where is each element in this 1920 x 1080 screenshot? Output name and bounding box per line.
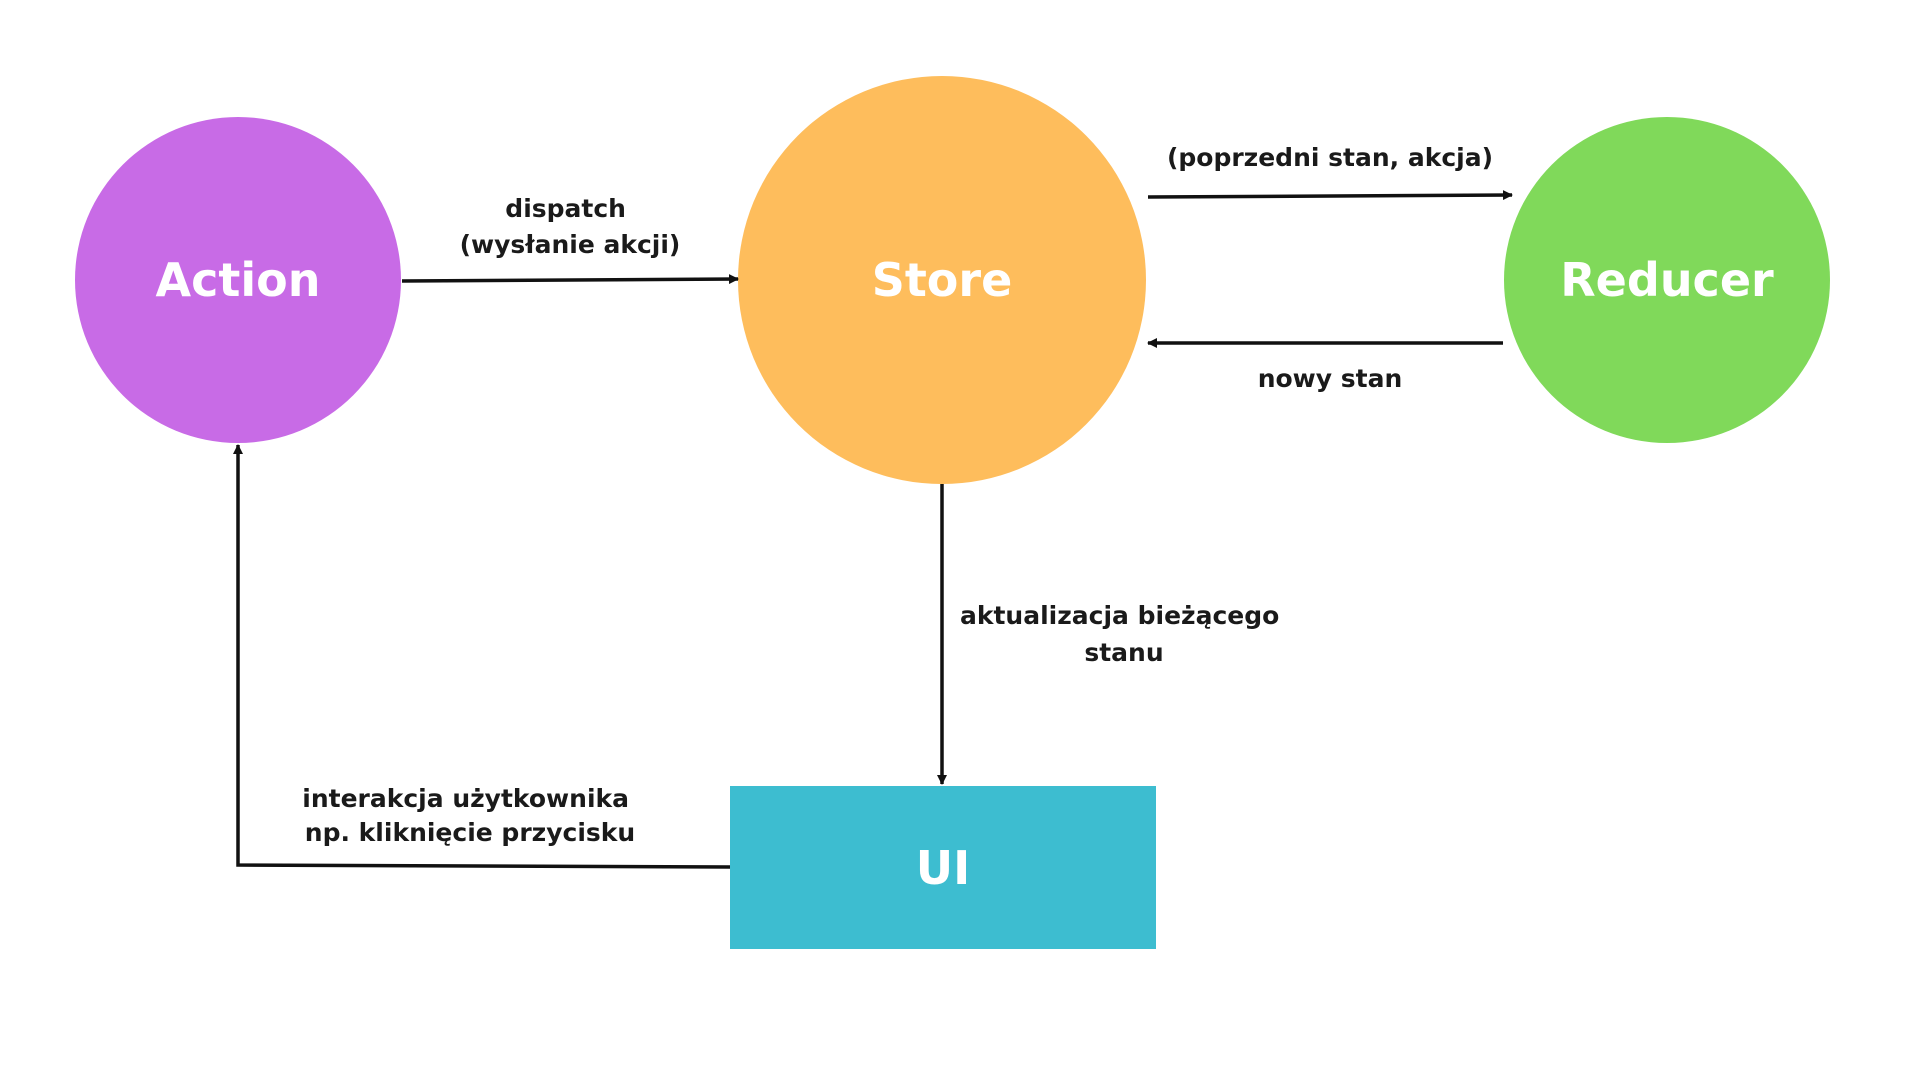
interaction-arrow	[233, 444, 731, 869]
interaction-label-line-2: np. kliknięcie przycisku	[305, 818, 635, 847]
dispatch-arrow	[401, 274, 739, 285]
to-reducer-label: (poprzedni stan, akcja)	[1167, 143, 1493, 172]
action-node-label: Action	[156, 253, 321, 307]
ui-node	[730, 786, 1156, 949]
new-state-label: nowy stan	[1258, 364, 1403, 393]
reducer-node-label: Reducer	[1560, 253, 1774, 307]
dispatch-label-line-2: (wysłanie akcji)	[460, 230, 681, 259]
to-reducer-arrow	[1147, 190, 1513, 201]
ui-node-label: UI	[916, 841, 970, 895]
store-node-label: Store	[872, 253, 1013, 307]
reducer-node	[1504, 117, 1830, 443]
to-reducer-label-line-1: (poprzedni stan, akcja)	[1167, 143, 1493, 172]
update-label-line-2: stanu	[1084, 638, 1163, 667]
dispatch-label-line-1: dispatch	[505, 194, 626, 223]
dispatch-label: dispatch (wysłanie akcji)	[460, 194, 681, 259]
interaction-label: interakcja użytkownika np. kliknięcie pr…	[302, 784, 637, 847]
update-label: aktualizacja bieżącego stanu	[960, 601, 1288, 667]
store-node	[738, 76, 1146, 484]
new-state-label-line-1: nowy stan	[1258, 364, 1403, 393]
update-label-line-1: aktualizacja bieżącego	[960, 601, 1279, 630]
action-node	[75, 117, 401, 443]
interaction-label-line-1: interakcja użytkownika	[302, 784, 629, 813]
